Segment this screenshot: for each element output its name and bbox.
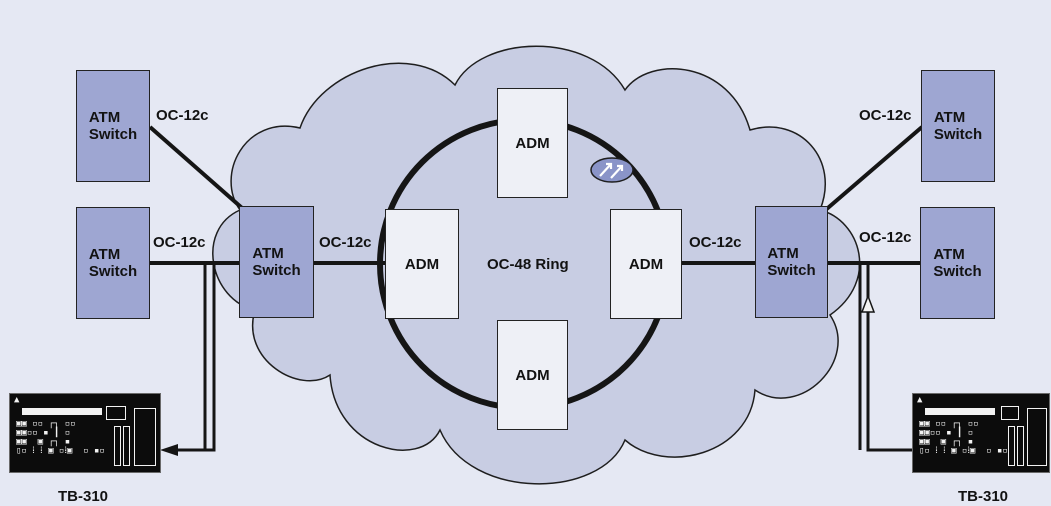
link-label-right-top: OC-12c [859,107,912,124]
atm-switch-left-top[interactable]: ATM Switch [76,70,150,182]
device-port-frame [1001,406,1019,420]
tap-line-right [866,263,912,452]
link-label-right-bottom: OC-12c [859,229,912,246]
link-right-top [820,125,924,215]
atm-switch-label: ATM Switch [933,109,983,143]
device-level-bar [114,426,121,466]
ring-protection-icon [590,157,634,183]
tb-310-device-icon[interactable]: ▲ ▣▣ ▫▫ ┌┐ ▫▫ ▣▣▫▫ ▪ ┃ ▫ ▣▣ ▣ ┌┐ ▪ ▯▫ ⁞ … [9,393,161,473]
atm-switch-label: ATM Switch [933,246,982,280]
device-panel-glyph: ▲ [14,395,20,405]
device-level-bar [123,426,130,466]
adm-label: ADM [515,366,550,384]
atm-switch-label: ATM Switch [88,109,138,143]
link-label-right-core: OC-12c [689,234,742,251]
network-cloud [212,45,861,485]
device-port-frame [106,406,126,420]
device-meter-frame [134,408,156,466]
adm-label: ADM [404,255,440,273]
adm-right[interactable]: ADM [610,209,682,319]
link-left-top [148,125,252,217]
tb-310-device-icon[interactable]: ▲ ▣▣ ▫▫ ┌┐ ▫▫ ▣▣▫▫ ▪ ┃ ▫ ▣▣ ▣ ┌┐ ▪ ▯▫ ⁞ … [912,393,1050,473]
tap-line-left [172,263,216,452]
device-meter-frame [1027,408,1047,466]
tap-arrow-left [160,444,178,456]
link-label-left-top: OC-12c [156,107,209,124]
adm-bottom[interactable]: ADM [497,320,568,430]
tester-label-right: TB-310 [958,488,1009,505]
device-display-strip [22,408,102,415]
atm-switch-label: ATM Switch [767,245,816,279]
atm-switch-right-top[interactable]: ATM Switch [921,70,995,182]
atm-switch-right-core[interactable]: ATM Switch [755,206,828,318]
atm-switch-right-bottom[interactable]: ATM Switch [920,207,995,319]
device-panel-glyph: ▲ [917,395,923,405]
ring-label: OC-48 Ring [487,256,569,273]
atm-switch-left-core[interactable]: ATM Switch [239,206,314,318]
link-label-left-core: OC-12c [319,234,372,251]
adm-left[interactable]: ADM [385,209,459,319]
atm-switch-label: ATM Switch [252,245,301,279]
device-level-bar [1017,426,1024,466]
tester-label-left: TB-310 [58,488,109,505]
adm-top[interactable]: ADM [497,88,568,198]
device-level-bar [1008,426,1015,466]
device-keypad-glyph: ▣▣ ▫▫ ┌┐ ▫▫ ▣▣▫▫ ▪ ┃ ▫ ▣▣ ▣ ┌┐ ▪ ▯▫ ⁞ ⁞ … [16,419,105,456]
atm-switch-label: ATM Switch [88,246,138,280]
adm-label: ADM [515,134,550,152]
adm-label: ADM [628,255,664,273]
link-label-left-bottom: OC-12c [153,234,206,251]
device-keypad-glyph: ▣▣ ▫▫ ┌┐ ▫▫ ▣▣▫▫ ▪ ┃ ▫ ▣▣ ▣ ┌┐ ▪ ▯▫ ⁞ ⁞ … [919,419,1008,456]
tap-arrow-right [860,293,876,313]
atm-switch-left-bottom[interactable]: ATM Switch [76,207,150,319]
device-display-strip [925,408,995,415]
